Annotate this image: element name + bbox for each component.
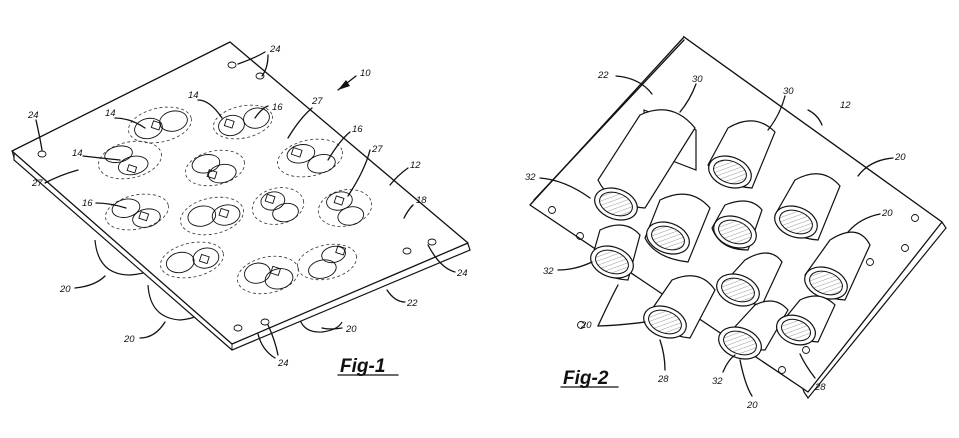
ref-numeral: 20 — [345, 324, 357, 335]
ref-numeral: 16 — [272, 102, 283, 113]
ref-numeral: 16 — [82, 198, 93, 209]
ref-numeral: 18 — [416, 195, 427, 206]
ref-numeral: 14 — [188, 90, 199, 101]
ref-numeral: 30 — [783, 86, 794, 97]
ref-numeral: 24 — [456, 268, 468, 279]
ref-numeral: 12 — [840, 100, 851, 111]
ref-numeral: 24 — [27, 110, 39, 121]
figure-2: 22 30 30 12 20 32 20 32 20 28 32 20 28 F… — [525, 37, 946, 411]
ref-numeral: 32 — [543, 266, 554, 277]
ref-numeral: 20 — [746, 400, 758, 411]
ref-numeral: 20 — [59, 284, 71, 295]
ref-numeral: 27 — [31, 178, 43, 189]
ref-numeral: 30 — [692, 74, 703, 85]
ref-numeral: 20 — [123, 334, 135, 345]
fig1-plate — [12, 42, 468, 344]
fig1-bump — [300, 320, 342, 332]
ref-numeral: 10 — [360, 68, 371, 79]
ref-numeral: 22 — [406, 298, 418, 309]
ref-numeral: 12 — [410, 160, 421, 171]
ref-numeral: 16 — [352, 124, 363, 135]
ref-numeral: 14 — [72, 148, 83, 159]
figure-caption: Fig-1 — [340, 356, 385, 377]
figure-caption: Fig-2 — [563, 368, 609, 389]
ref-numeral: 32 — [525, 172, 536, 183]
ref-numeral: 27 — [371, 144, 383, 155]
ref-numeral: 20 — [580, 320, 592, 331]
ref-numeral: 27 — [311, 96, 323, 107]
figure-1: 24 24 10 14 16 27 24 14 16 27 27 14 12 1… — [12, 42, 470, 377]
ref-numeral: 20 — [881, 208, 893, 219]
ref-numeral: 28 — [814, 382, 826, 393]
ref-numeral: 14 — [105, 108, 116, 119]
ref-numeral: 32 — [712, 376, 723, 387]
ref-numeral: 20 — [894, 152, 906, 163]
ref-numeral: 22 — [597, 70, 609, 81]
ref-numeral: 28 — [657, 374, 669, 385]
ref-numeral: 24 — [277, 358, 289, 369]
